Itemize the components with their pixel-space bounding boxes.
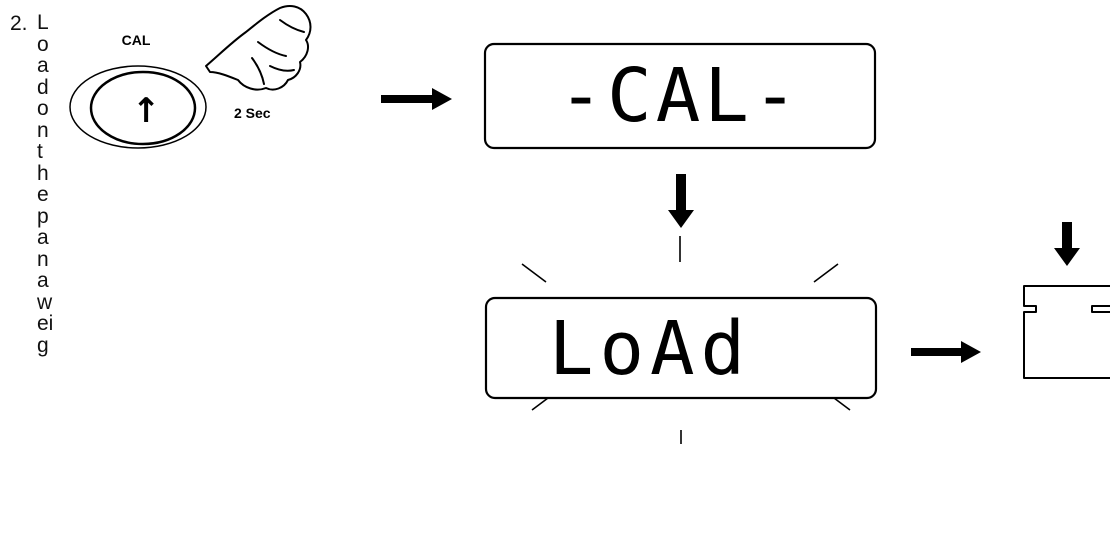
display-load xyxy=(484,296,878,400)
weight-handle xyxy=(1091,305,1110,313)
up-arrow-icon: ↑ xyxy=(132,91,161,131)
calibration-weight-icon xyxy=(1023,285,1110,379)
button-inner-ring xyxy=(89,70,197,146)
instruction-char: o xyxy=(37,32,49,56)
instruction-char: n xyxy=(37,118,49,142)
instruction-char: d xyxy=(37,75,49,99)
pointing-hand-icon xyxy=(205,5,312,91)
hold-time-label: 2 Sec xyxy=(234,105,271,121)
arrow-icon xyxy=(381,88,452,110)
arrow-icon xyxy=(911,341,981,363)
instruction-char: h xyxy=(37,161,49,185)
instruction-char: a xyxy=(37,269,49,292)
display-load-text: LoAd xyxy=(549,306,751,392)
instruction-char: p xyxy=(37,204,49,228)
cal-button-label: CAL xyxy=(122,32,151,48)
arrow-icon xyxy=(1054,222,1080,266)
button-outer-ring xyxy=(69,65,207,149)
display-cal-text: -CAL- xyxy=(559,53,802,139)
instruction-char: o xyxy=(37,97,49,120)
instruction-char: ei xyxy=(37,312,54,335)
step-number: 2. xyxy=(10,12,28,35)
arrow-icon xyxy=(668,174,694,228)
cal-button[interactable]: CAL ↑ xyxy=(69,32,207,149)
instruction-char: a xyxy=(37,54,49,77)
instruction-char: t xyxy=(37,140,43,163)
instruction-char: w xyxy=(37,290,53,314)
instruction-char: e xyxy=(37,183,49,206)
display-cal xyxy=(483,42,877,150)
instruction-char: n xyxy=(37,247,49,271)
instruction-char: g xyxy=(37,333,49,357)
instruction-char: L xyxy=(37,11,49,34)
instruction-char: a xyxy=(37,226,49,249)
